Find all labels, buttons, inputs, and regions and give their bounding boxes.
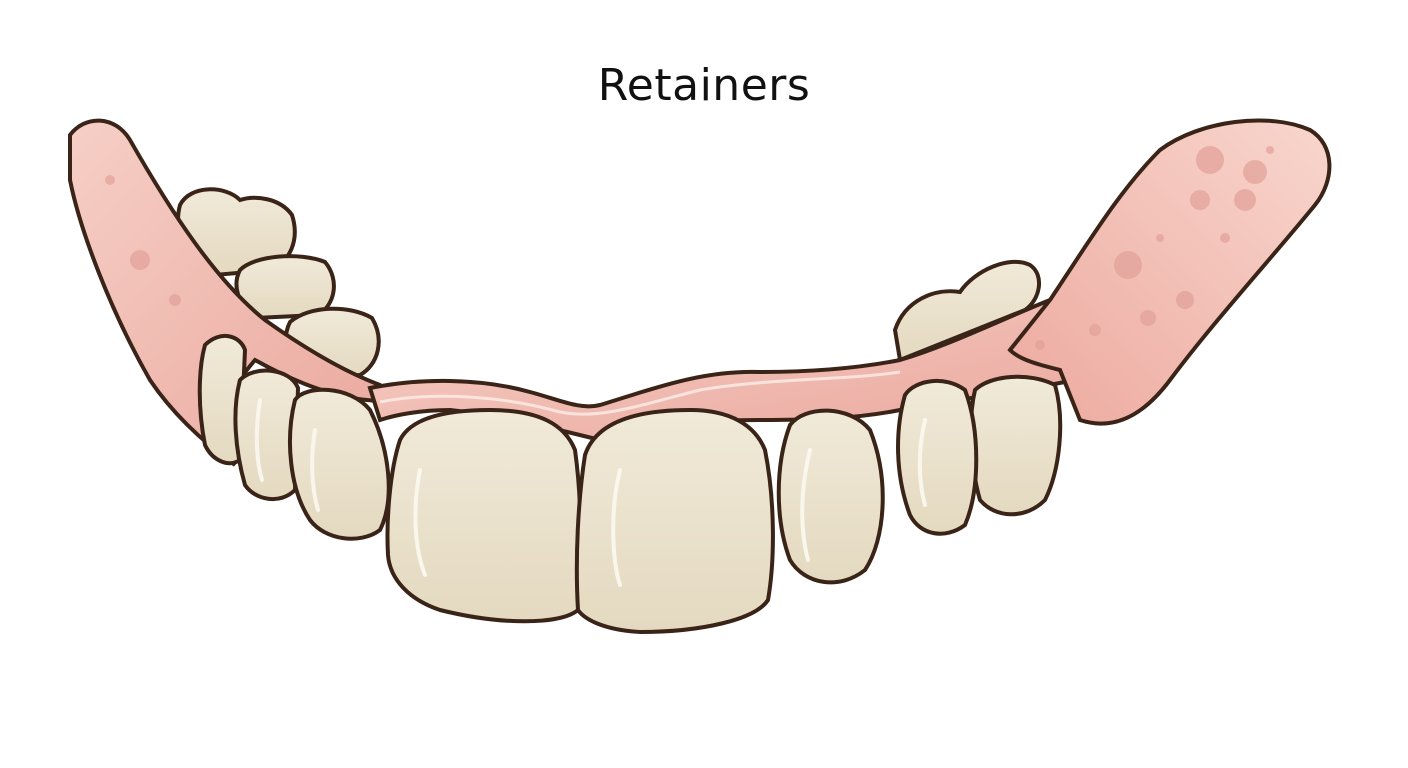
left-molars (176, 187, 381, 381)
gum-spots (105, 146, 1274, 350)
right-molars (892, 259, 1041, 363)
page-title: Retainers (597, 60, 811, 111)
right-central-incisor (574, 407, 775, 635)
tooth-highlights (254, 398, 927, 587)
front-teeth (385, 407, 775, 635)
